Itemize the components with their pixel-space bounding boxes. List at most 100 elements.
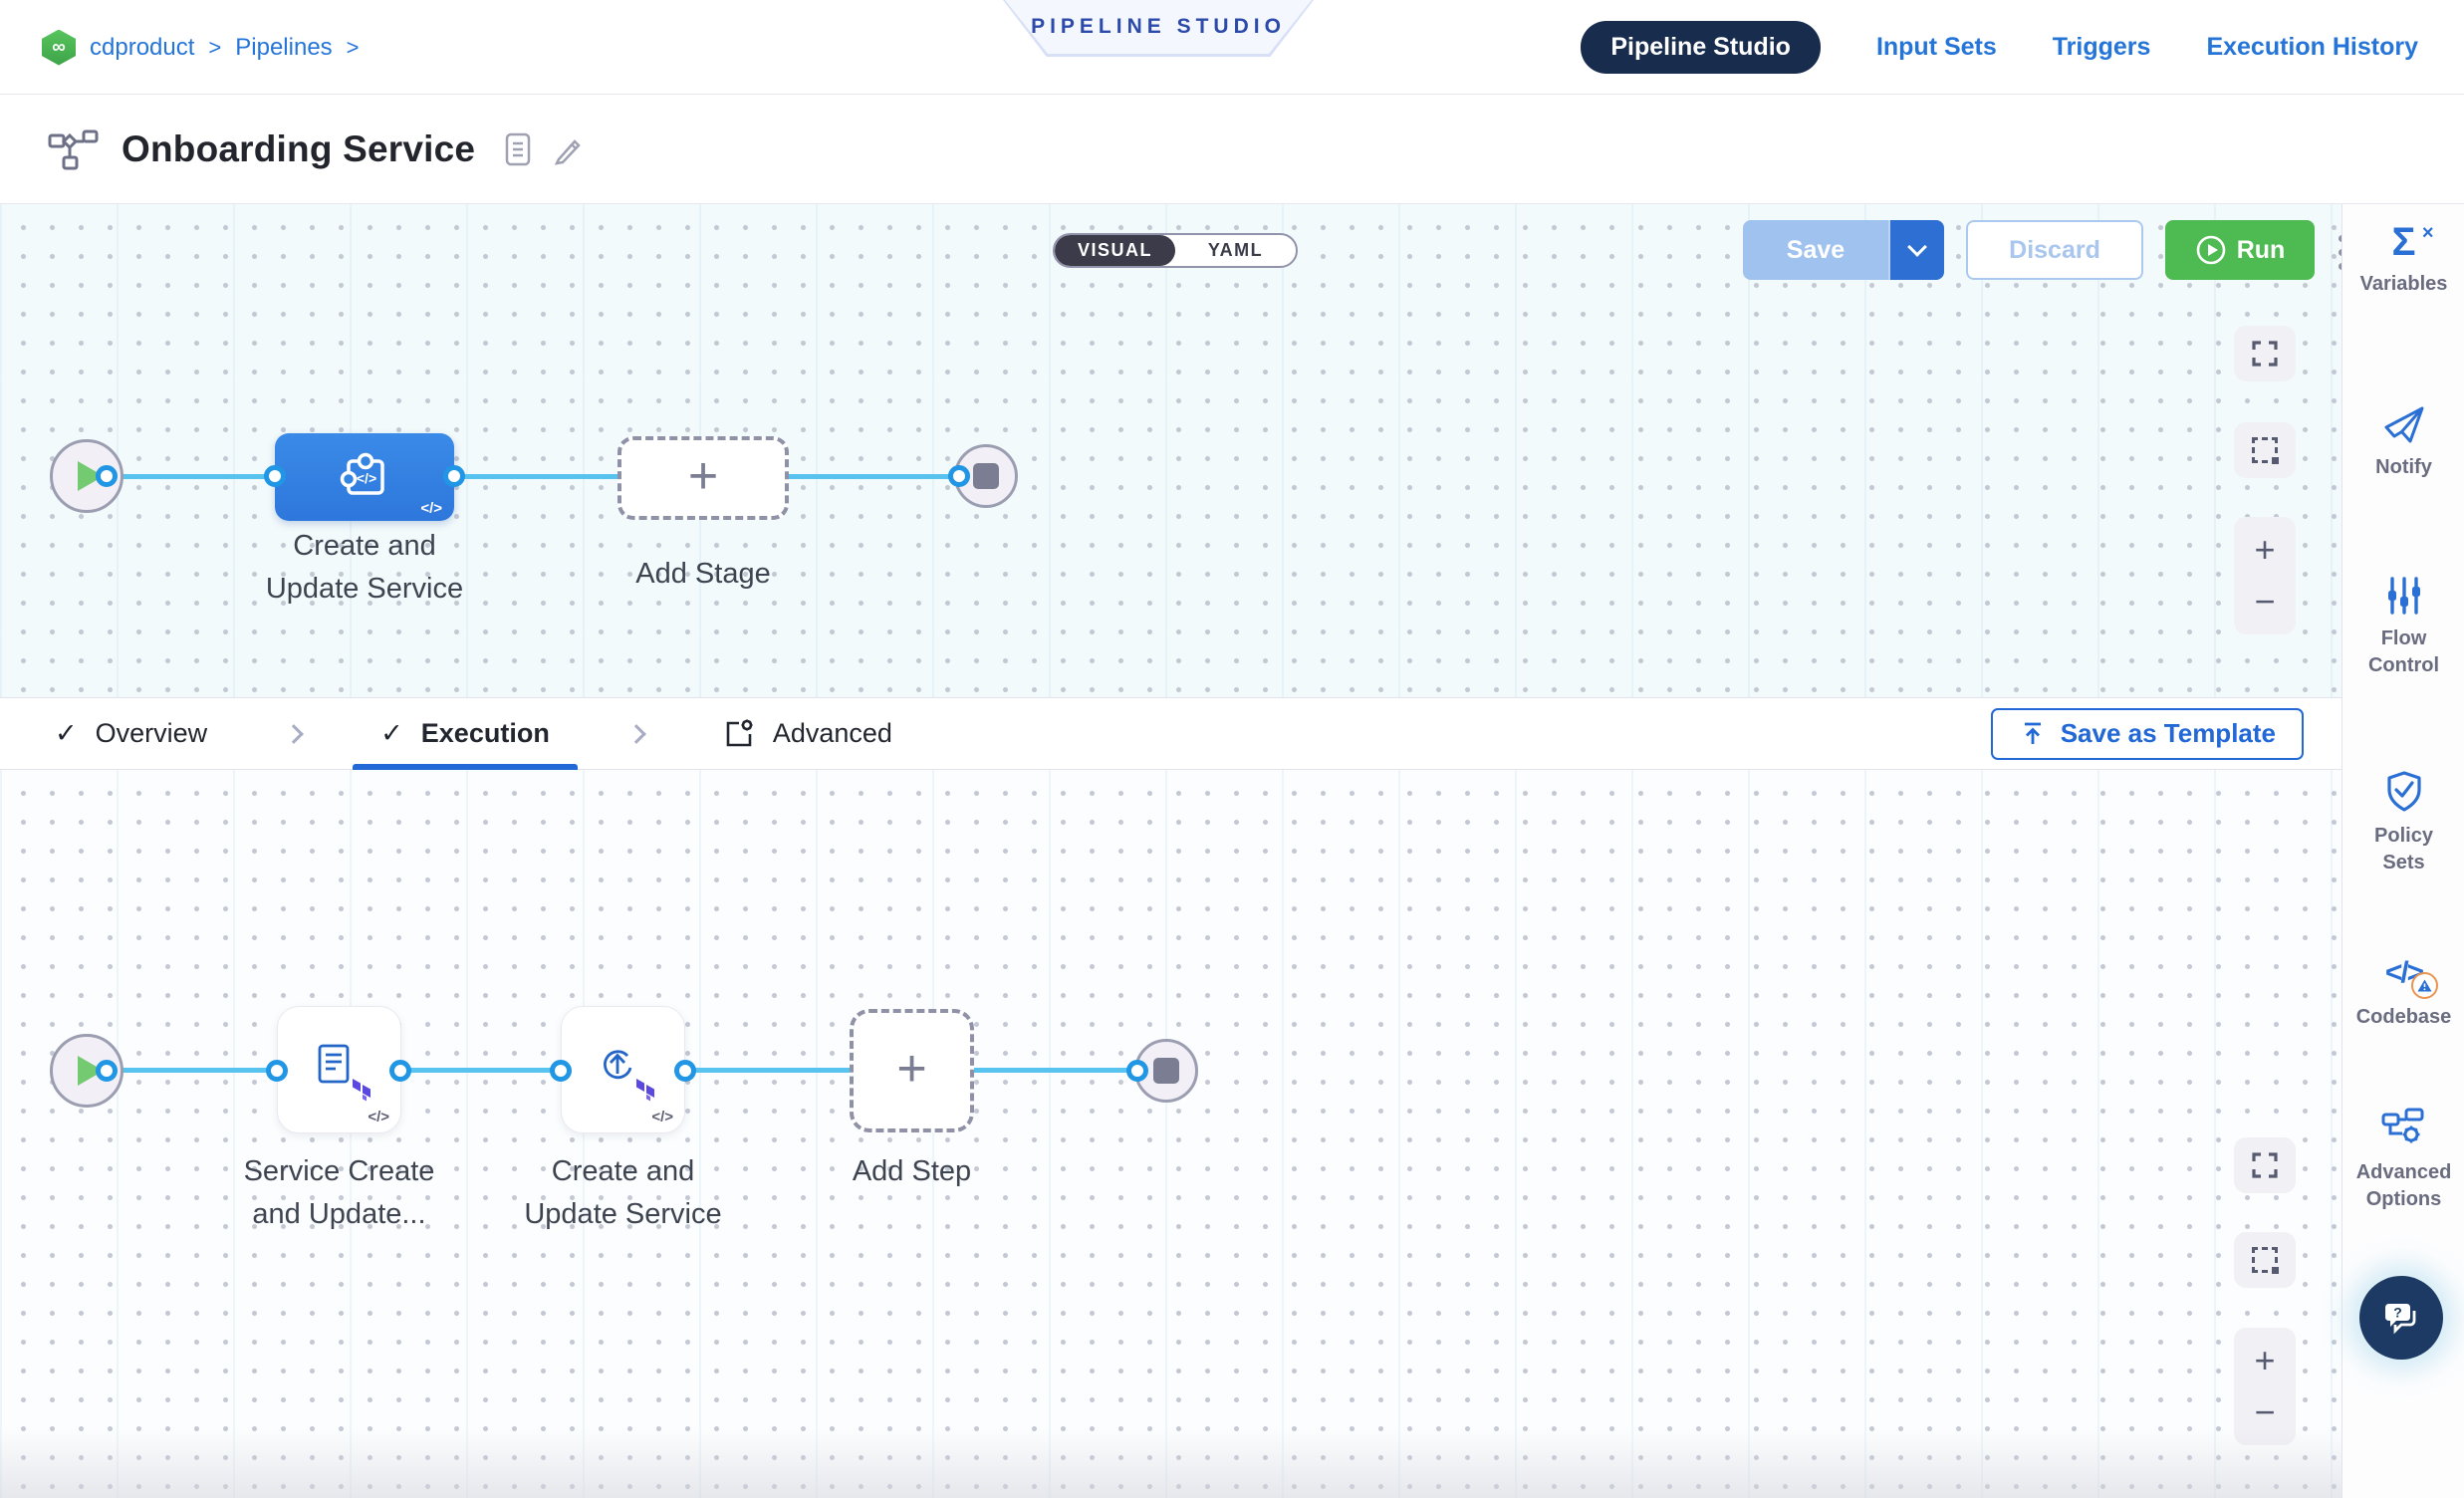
code-badge: </> bbox=[420, 500, 442, 517]
header-nav-tabs: Pipeline Studio Input Sets Triggers Exec… bbox=[1581, 0, 2418, 95]
visual-yaml-toggle: VISUAL YAML bbox=[1053, 233, 1298, 268]
execution-end-node[interactable] bbox=[1134, 1039, 1198, 1103]
connector-port[interactable] bbox=[96, 465, 118, 487]
tab-execution-history[interactable]: Execution History bbox=[2206, 33, 2418, 61]
add-stage-label: Add Stage bbox=[635, 558, 771, 590]
run-button[interactable]: Run bbox=[2165, 220, 2315, 280]
tab-input-sets[interactable]: Input Sets bbox=[1875, 33, 1997, 61]
zoom-out-button[interactable]: − bbox=[2254, 580, 2276, 622]
connector-port[interactable] bbox=[1126, 1060, 1148, 1082]
pipeline-toolbar: Onboarding Service VISUAL YAML Save bbox=[0, 95, 2464, 280]
chevron-down-icon bbox=[1907, 237, 1927, 257]
selection-mode-button[interactable] bbox=[2234, 422, 2296, 478]
connector-port[interactable] bbox=[674, 1060, 696, 1082]
connector-port[interactable] bbox=[948, 465, 970, 487]
top-header: ∞ cdproduct > Pipelines > PIPELINE STUDI… bbox=[0, 0, 2464, 95]
step-node-service-create-and-update[interactable]: </> bbox=[277, 1006, 401, 1133]
breadcrumb-pipelines-link[interactable]: Pipelines bbox=[235, 33, 333, 61]
codebase-warning-icon bbox=[2411, 972, 2439, 999]
svg-text:</>: </> bbox=[357, 470, 376, 486]
plus-icon: + bbox=[896, 1040, 927, 1098]
terraform-logo-icon bbox=[635, 1079, 654, 1102]
connector-port[interactable] bbox=[550, 1060, 572, 1082]
fit-to-screen-button[interactable] bbox=[2234, 326, 2296, 381]
save-button[interactable]: Save bbox=[1743, 220, 1888, 280]
tab-pipeline-studio[interactable]: Pipeline Studio bbox=[1581, 21, 1821, 74]
selection-mode-button[interactable] bbox=[2234, 1232, 2296, 1288]
discard-button[interactable]: Discard bbox=[1966, 220, 2143, 280]
help-chat-button[interactable]: ? bbox=[2359, 1276, 2443, 1360]
step-node-create-and-update-service[interactable]: </> bbox=[561, 1006, 685, 1133]
breadcrumb-separator: > bbox=[208, 34, 222, 60]
chevron-right-icon bbox=[625, 723, 646, 744]
save-options-button[interactable] bbox=[1888, 220, 1944, 280]
toggle-yaml[interactable]: YAML bbox=[1207, 240, 1264, 260]
plus-icon: + bbox=[687, 447, 719, 505]
run-play-icon bbox=[2196, 235, 2225, 265]
custom-stage-icon: </> bbox=[340, 452, 384, 495]
breadcrumb-separator: > bbox=[346, 34, 360, 60]
add-step-button[interactable]: + bbox=[850, 1009, 974, 1132]
chat-bubbles-icon: ? bbox=[2385, 1304, 2416, 1335]
zoom-in-button[interactable]: + bbox=[2254, 1340, 2276, 1381]
zoom-out-button[interactable]: − bbox=[2254, 1390, 2276, 1432]
flow-control-sliders-icon bbox=[2387, 577, 2420, 615]
sidebar-item-notify[interactable]: Notify bbox=[2342, 403, 2464, 481]
toggle-visual[interactable]: VISUAL bbox=[1055, 235, 1175, 266]
tab-execution[interactable]: ✓ Execution bbox=[353, 697, 578, 770]
code-badge: </> bbox=[368, 1109, 389, 1125]
terraform-apply-icon bbox=[603, 1050, 631, 1080]
check-icon: ✓ bbox=[55, 718, 78, 748]
tab-triggers[interactable]: Triggers bbox=[2052, 33, 2151, 61]
description-doc-icon[interactable] bbox=[505, 132, 531, 166]
chevron-right-icon bbox=[284, 723, 305, 744]
right-sidebar: Σ × Variables Notify Flow Control bbox=[2341, 204, 2464, 1498]
stage-label: Create and Update Service bbox=[265, 530, 464, 605]
sidebar-item-flow-control[interactable]: Flow Control bbox=[2342, 575, 2464, 679]
zoom-in-button[interactable]: + bbox=[2254, 529, 2276, 571]
stage-canvas[interactable]: </> </> Create and Update Service + Add … bbox=[0, 204, 2341, 697]
fullscreen-icon bbox=[2252, 341, 2278, 367]
sidebar-item-variables[interactable]: Σ × Variables bbox=[2359, 220, 2448, 295]
stage-config-tabbar: ✓ Overview ✓ Execution Advanced Save as … bbox=[0, 697, 2341, 770]
terraform-logo-icon bbox=[352, 1079, 370, 1102]
connector-port[interactable] bbox=[96, 1060, 118, 1082]
fit-to-screen-button[interactable] bbox=[2234, 1137, 2296, 1193]
add-stage-button[interactable]: + bbox=[617, 436, 789, 520]
add-step-label: Add Step bbox=[852, 1155, 972, 1187]
save-split-button: Save bbox=[1743, 220, 1944, 280]
stage-node-create-and-update-service[interactable]: </> </> bbox=[275, 433, 454, 521]
tab-advanced[interactable]: Advanced bbox=[723, 697, 892, 770]
sidebar-item-advanced-options[interactable]: Advanced Options bbox=[2342, 1107, 2464, 1213]
variables-icon: Σ × bbox=[2391, 220, 2434, 264]
code-badge: </> bbox=[651, 1109, 673, 1125]
connector-port[interactable] bbox=[264, 465, 286, 487]
codebase-icon: </> bbox=[2385, 951, 2439, 999]
connector-port[interactable] bbox=[389, 1060, 411, 1082]
step-label: Service Create and Update... bbox=[243, 1155, 435, 1230]
connector-port[interactable] bbox=[266, 1060, 288, 1082]
breadcrumb: ∞ cdproduct > Pipelines > bbox=[42, 0, 360, 95]
step-label: Create and Update Service bbox=[524, 1155, 722, 1230]
upload-icon bbox=[2024, 722, 2041, 744]
save-as-template-button[interactable]: Save as Template bbox=[1990, 707, 2304, 760]
zoom-control: + − bbox=[2234, 1328, 2296, 1445]
advanced-options-icon bbox=[2381, 1108, 2423, 1143]
advanced-gear-doc-icon bbox=[726, 719, 753, 746]
breadcrumb-project-link[interactable]: cdproduct bbox=[90, 33, 195, 61]
sidebar-item-policy-sets[interactable]: Policy Sets bbox=[2342, 770, 2464, 876]
connector-line bbox=[106, 474, 959, 479]
execution-step-canvas[interactable]: </> Service Create and Update... </> bbox=[0, 770, 2341, 1498]
project-logo-icon: ∞ bbox=[42, 29, 76, 66]
selection-box-icon bbox=[2252, 437, 2279, 464]
edit-pencil-icon[interactable] bbox=[553, 133, 585, 165]
connector-port[interactable] bbox=[443, 465, 465, 487]
pipeline-studio-banner: PIPELINE STUDIO bbox=[1003, 0, 1314, 57]
policy-shield-check-icon bbox=[2386, 771, 2421, 812]
sidebar-item-codebase[interactable]: </> Codebase bbox=[2342, 951, 2464, 1031]
svg-text:?: ? bbox=[2393, 1305, 2402, 1321]
tab-overview[interactable]: ✓ Overview bbox=[55, 718, 208, 748]
check-icon: ✓ bbox=[380, 718, 403, 748]
stop-icon bbox=[973, 463, 999, 489]
